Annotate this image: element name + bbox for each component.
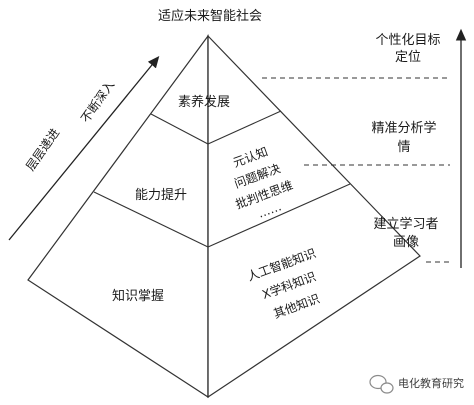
layer-label-bottom: 知识掌握	[112, 288, 164, 304]
left-divider-top	[150, 113, 209, 145]
diagram-title: 适应未来智能社会	[158, 8, 262, 24]
arrow-label-outer: 层层递进	[23, 126, 62, 173]
watermark-text: 电化教育研究	[398, 376, 464, 390]
watermark: 电化教育研究	[369, 374, 464, 394]
axis-label-bottom-line2: 画像	[393, 235, 419, 250]
arrow-label-inner: 不断深入	[77, 77, 117, 125]
progression-arrow	[8, 55, 160, 241]
left-divider-bottom	[93, 191, 209, 248]
arrow-label-inner-group: 不断深入	[77, 77, 117, 125]
wechat-icon	[369, 374, 394, 394]
axis-label-middle-line1: 精准分析学	[371, 120, 436, 136]
axis-label-top-line2: 定位	[395, 50, 421, 65]
layer-label-middle: 能力提升	[135, 187, 187, 203]
arrow-label-outer-group: 层层递进	[23, 126, 62, 173]
axis-label-middle-line2: 情	[397, 140, 410, 155]
layer-label-top: 素养发展	[178, 94, 230, 110]
right-divider-top	[207, 110, 282, 145]
axis-label-top-line1: 个性化目标	[375, 33, 440, 48]
axis-label-bottom-line1: 建立学习者	[373, 216, 438, 232]
right-divider-bottom	[207, 183, 351, 248]
pyramid-left-face	[27, 34, 209, 399]
